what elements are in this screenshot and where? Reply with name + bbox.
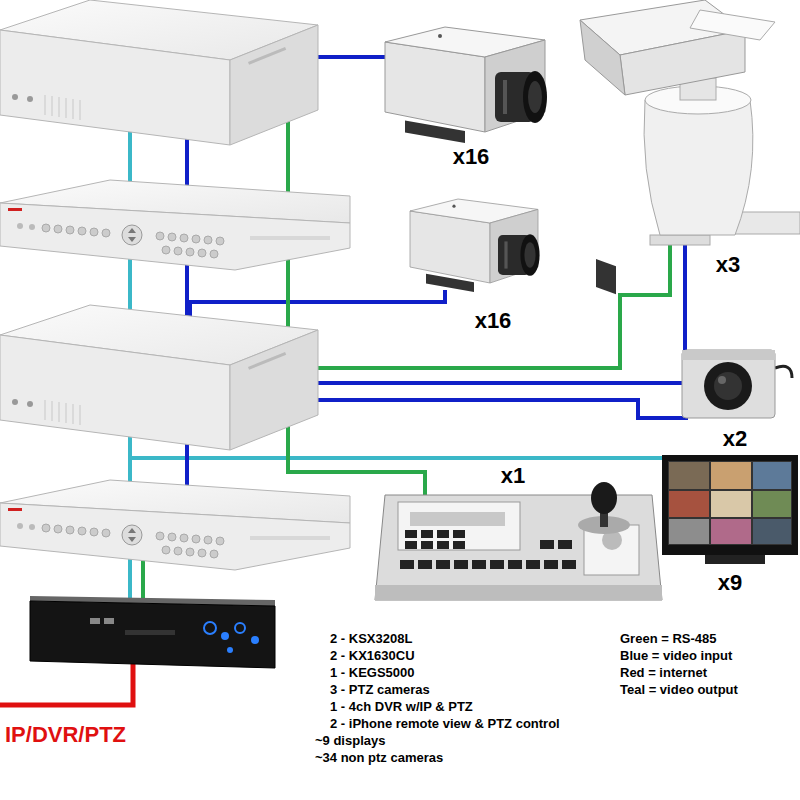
- parts-list-item: 3 - PTZ cameras: [330, 683, 430, 698]
- parts-list-item: ~34 non ptz cameras: [315, 751, 443, 766]
- quantity-label: x1: [501, 463, 525, 488]
- matrix-switcher: [0, 0, 318, 145]
- parts-list-item: 1 - KEGS5000: [330, 666, 415, 681]
- quantity-label: x16: [453, 144, 490, 169]
- network-dvr: [30, 596, 275, 668]
- parts-list-item: 2 - KSX3208L: [330, 632, 412, 647]
- legend-text: Green = RS-485: [620, 632, 716, 647]
- legend-text: Red = internet: [620, 666, 707, 681]
- matrix-switcher: [0, 305, 318, 450]
- output-label: IP/DVR/PTZ: [5, 722, 126, 747]
- lcd-monitor: [662, 455, 798, 564]
- quantity-label: x3: [716, 252, 740, 277]
- internet-wire: [0, 660, 133, 705]
- parts-list-item: ~9 displays: [315, 734, 385, 749]
- legend-text: Teal = video output: [620, 683, 738, 698]
- quantity-label: x2: [723, 426, 747, 451]
- parts-list-item: 1 - 4ch DVR w/IP & PTZ: [330, 700, 473, 715]
- box-camera: [385, 27, 547, 143]
- dvr-unit: [0, 180, 350, 270]
- box-camera: [410, 199, 540, 292]
- ptz-camera: [580, 0, 800, 294]
- parts-list-item: 2 - KX1630CU: [330, 649, 415, 664]
- parts-list-item: 2 - iPhone remote view & PTZ control: [330, 717, 560, 732]
- legend-text: Blue = video input: [620, 649, 732, 664]
- quantity-label: x9: [718, 570, 742, 595]
- mini-camera: [682, 350, 792, 418]
- dvr-unit: [0, 480, 350, 570]
- ptz-keyboard: [375, 482, 662, 600]
- quantity-label: x16: [475, 308, 512, 333]
